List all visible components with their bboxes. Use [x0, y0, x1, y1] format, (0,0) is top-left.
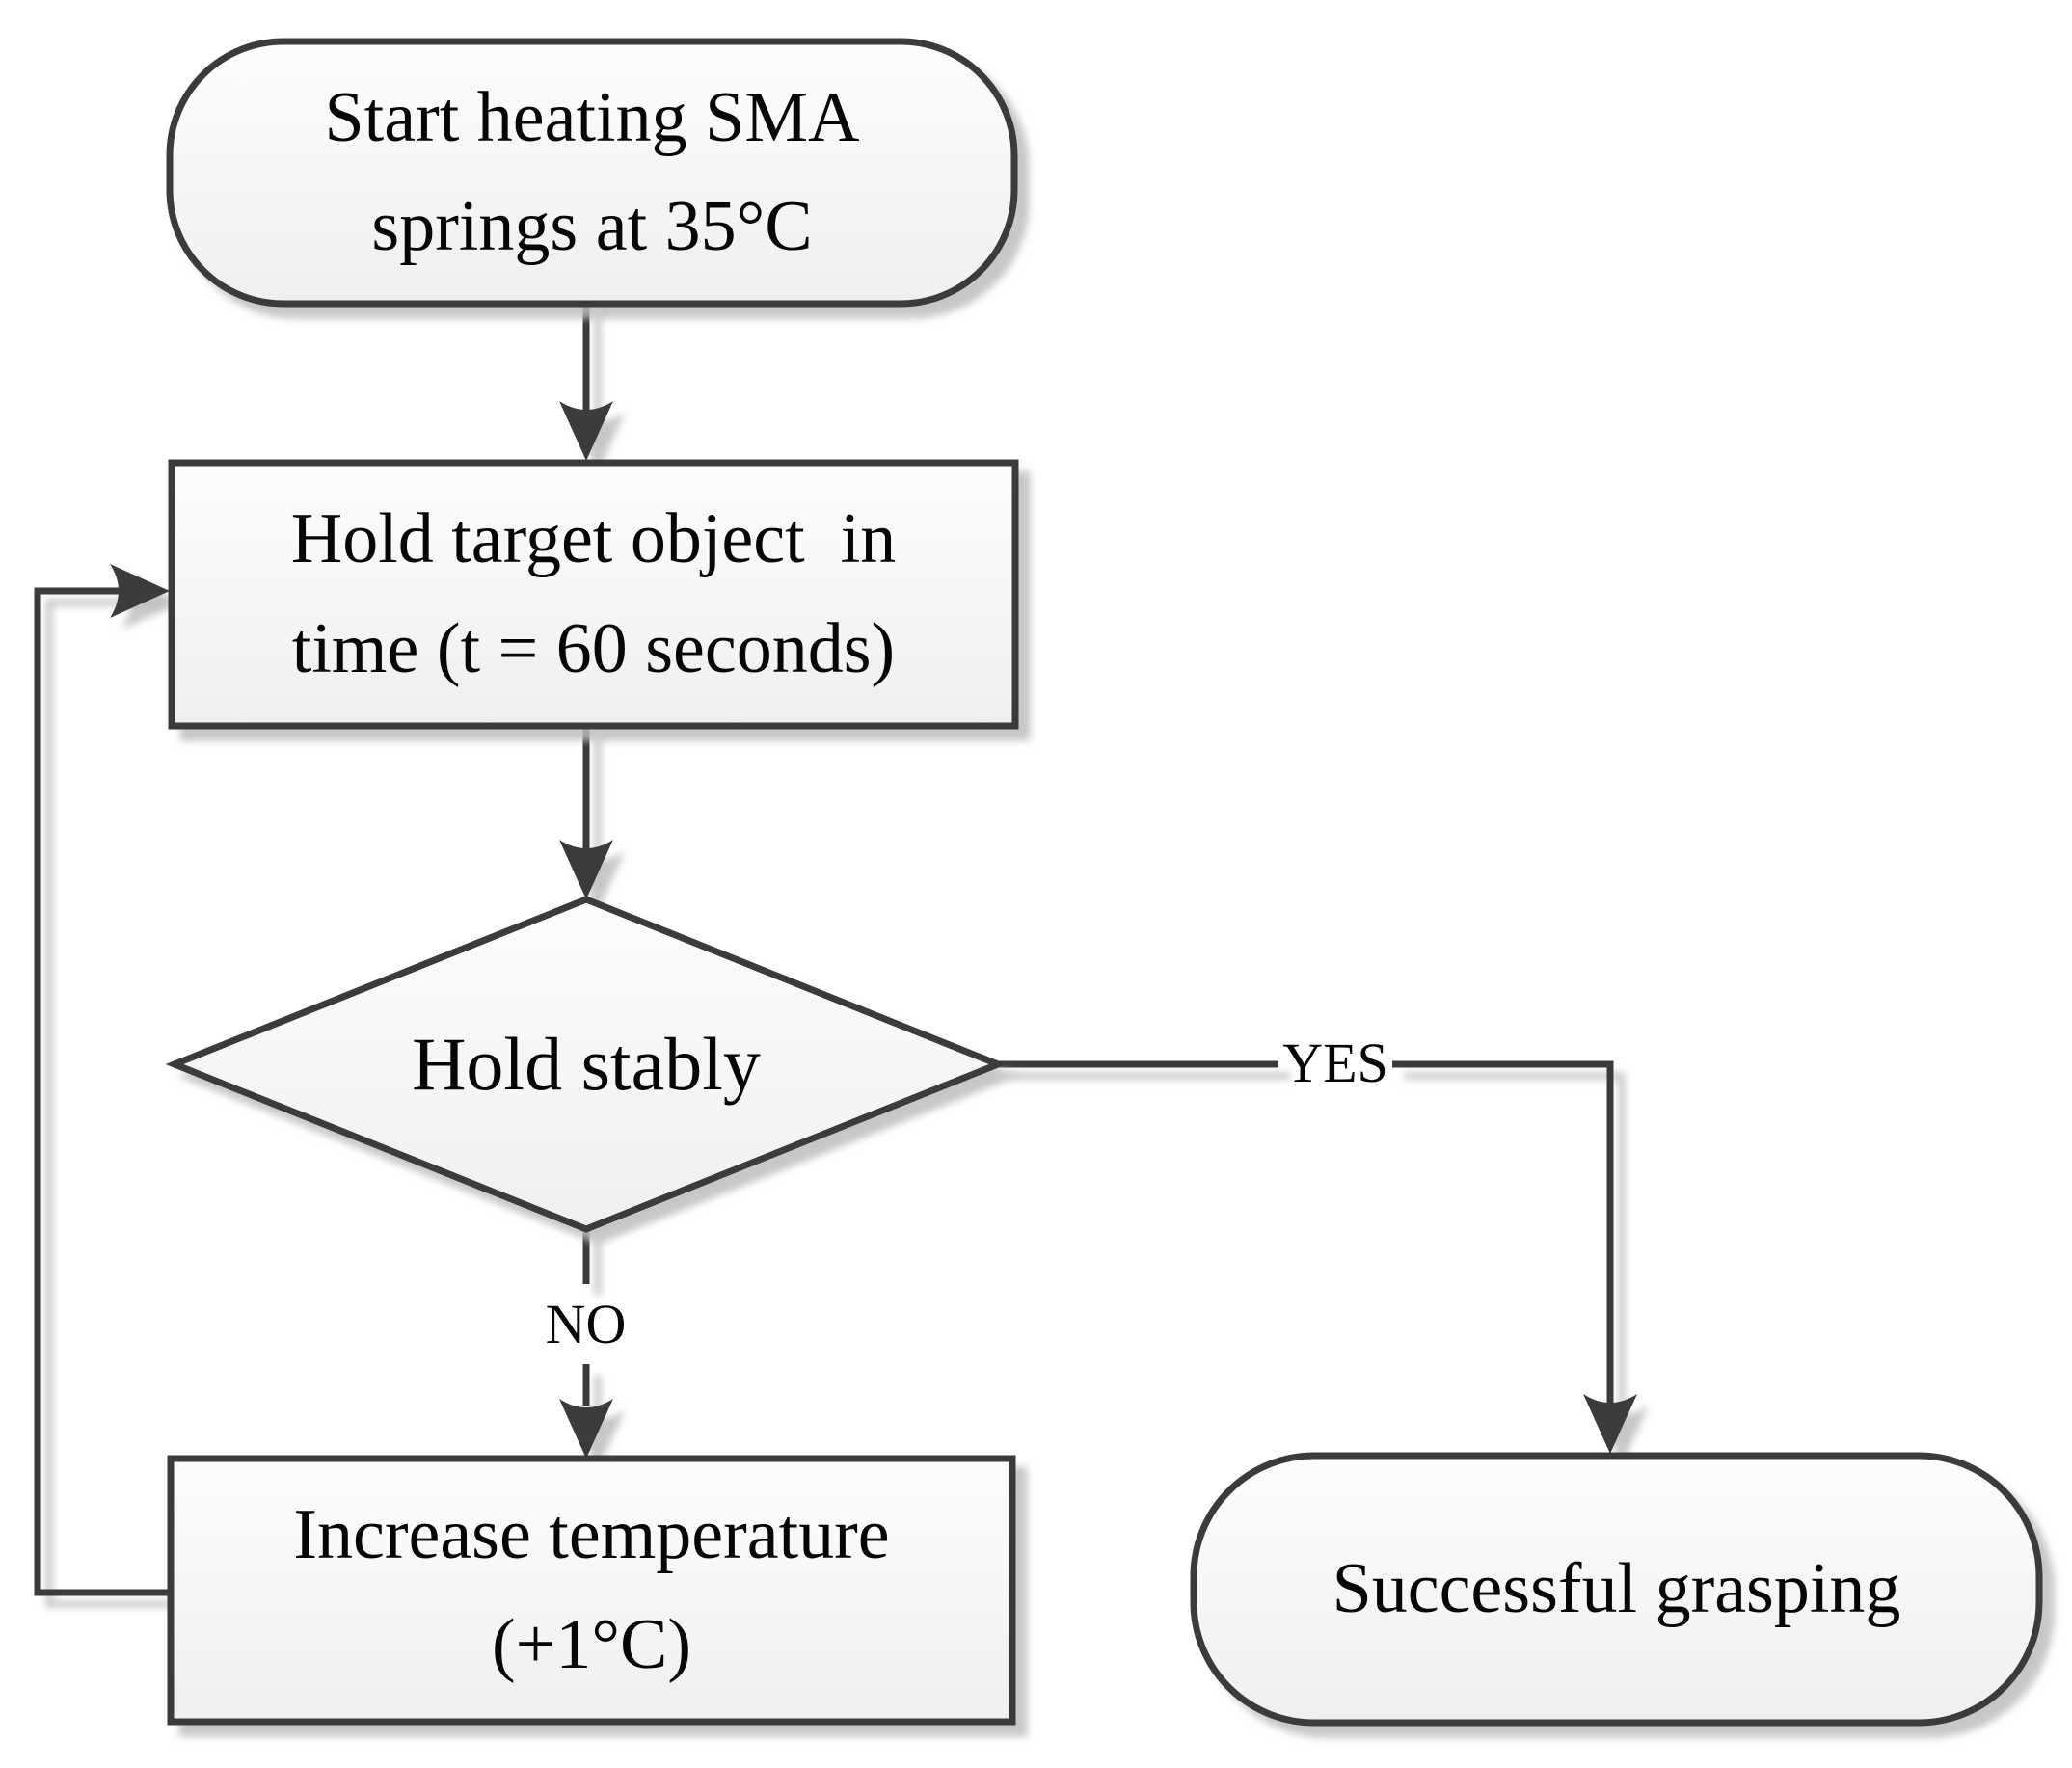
arrowheads	[110, 401, 1637, 1459]
arrowhead-feedback-into-hold	[110, 564, 170, 618]
arrowhead-into-increase	[559, 1399, 613, 1459]
edges	[34, 304, 1614, 1596]
arrowhead-into-decision	[559, 840, 613, 899]
node-decision-shape	[165, 896, 1008, 1233]
node-success-shape	[1190, 1452, 2043, 1727]
node-hold-object-shape	[168, 459, 1019, 730]
arrowhead-into-success	[1583, 1394, 1637, 1454]
nodes	[165, 38, 2043, 1727]
edge-feedback-loop	[34, 587, 171, 1596]
edge-decision-yes-right	[1392, 1060, 1614, 1403]
arrowhead-into-hold	[559, 401, 613, 461]
node-start-shape	[166, 38, 1018, 308]
node-increase-temp-shape	[167, 1455, 1016, 1726]
